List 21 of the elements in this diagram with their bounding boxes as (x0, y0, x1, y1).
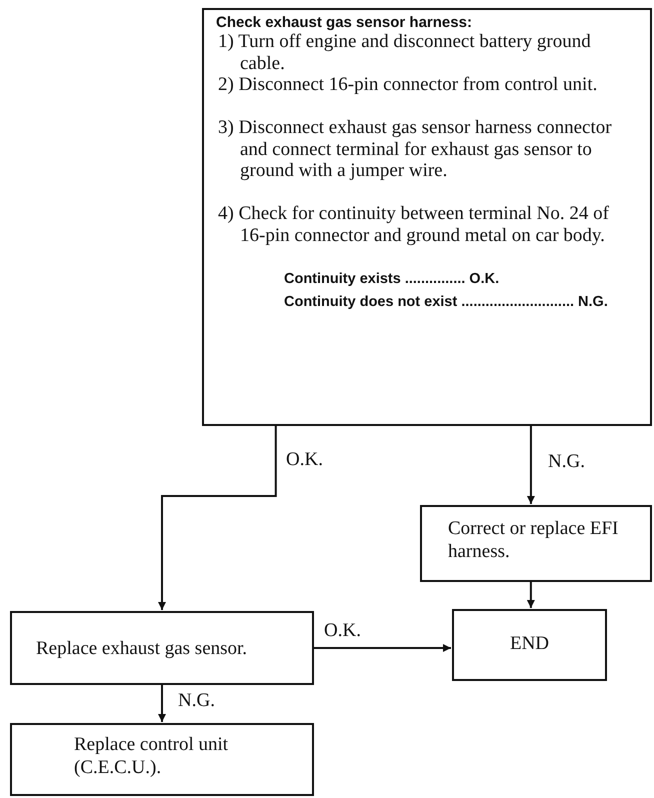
process-box (10, 723, 314, 796)
process-box (10, 611, 314, 685)
step-text: 3) Disconnect exhaust gas sensor harness connector and connect terminal for exhaust gas sensor to ground with a jumper wire. (218, 117, 613, 182)
arrow (526, 582, 535, 608)
step-text: 2) Disconnect 16-pin connector from control unit. (218, 74, 598, 96)
result-text: Continuity exists ............... O.K. (284, 270, 500, 289)
step-text: 4) Check for continuity between terminal No. 24 of 16-pin connector and ground metal on car body. (218, 203, 610, 246)
process-box (452, 609, 607, 681)
arrow (158, 426, 277, 610)
process-box (420, 505, 652, 582)
process-box (202, 8, 652, 426)
arrow (158, 685, 166, 722)
box-text: Replace control unit (C.E.C.U.). (74, 733, 230, 779)
arrow (314, 644, 451, 652)
heading-text: Check exhaust gas sensor harness: (216, 13, 473, 33)
arrow (526, 426, 535, 504)
box-text: END (508, 633, 550, 654)
box-text: Replace exhaust gas sensor. (36, 637, 248, 660)
result-text: Continuity does not exist ............................ N.G. (284, 293, 609, 312)
box-text: Correct or replace EFI harness. (448, 517, 620, 563)
step-text: 1) Turn off engine and disconnect battery ground cable. (218, 31, 592, 74)
